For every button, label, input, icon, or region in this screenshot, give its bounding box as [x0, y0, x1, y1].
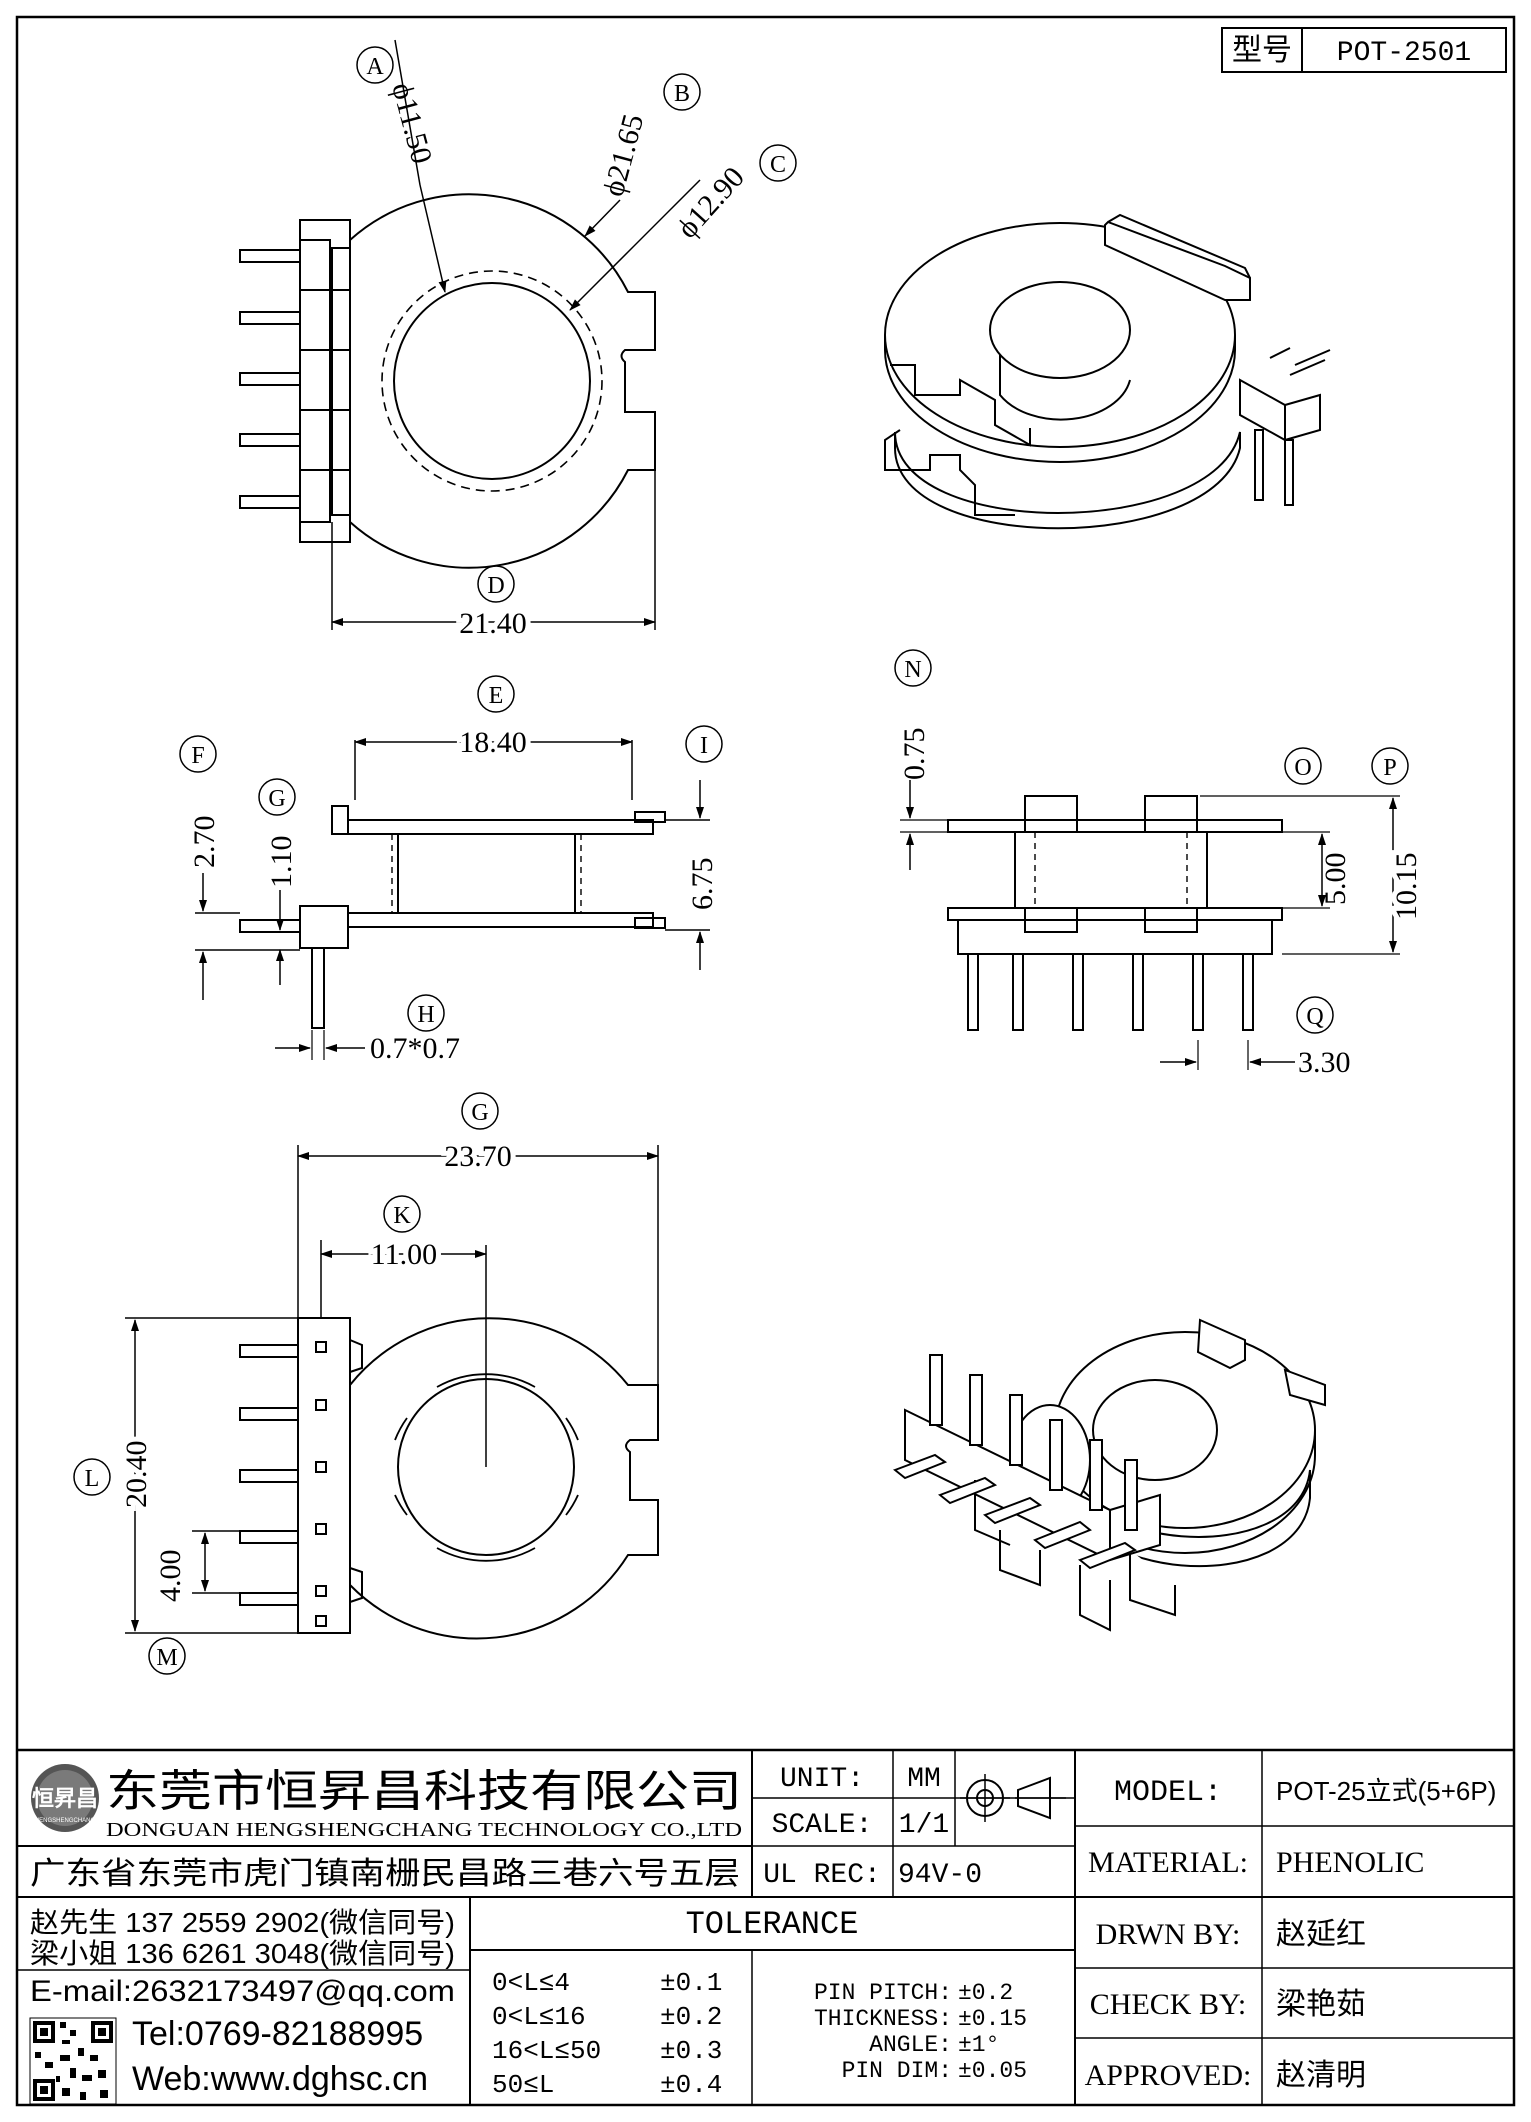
svg-text:I: I	[700, 733, 708, 759]
part-number-label: 型号	[1232, 34, 1292, 67]
unit-value: MM	[907, 1764, 941, 1795]
dim-g2: 23.70	[444, 1140, 512, 1173]
svg-text:±0.15: ±0.15	[958, 2006, 1027, 2032]
approved-value: 赵清明	[1276, 2059, 1366, 2092]
part-number-box: 型号 POT-2501	[1221, 27, 1507, 73]
svg-text:±0.1: ±0.1	[660, 1968, 722, 1998]
material-value: PHENOLIC	[1276, 1846, 1424, 1879]
iso-view-1	[884, 213, 1331, 530]
iso-view-2	[893, 1318, 1326, 1632]
title-block-text: 东莞市恒昇昌科技有限公司 DONGUAN HENGSHENGCHANG TECH…	[30, 1764, 1496, 2100]
svg-text:ANGLE:: ANGLE:	[869, 2032, 952, 2058]
svg-text:F: F	[191, 743, 204, 769]
svg-text:D: D	[487, 573, 504, 599]
svg-text:0<L≤16: 0<L≤16	[492, 2002, 586, 2032]
sheet-border	[15, 15, 1516, 2107]
svg-text:16<L≤50: 16<L≤50	[492, 2036, 601, 2066]
svg-text:50≤L: 50≤L	[492, 2070, 554, 2100]
svg-text:P: P	[1383, 755, 1396, 781]
dim-k: 11.00	[371, 1238, 437, 1271]
svg-text:恒昇昌: 恒昇昌	[32, 1786, 98, 1811]
svg-text:M: M	[156, 1645, 177, 1671]
svg-text:G: G	[471, 1100, 488, 1126]
top-view	[239, 39, 797, 630]
dim-a: ϕ11.50	[385, 79, 438, 167]
qr-code	[29, 2017, 117, 2105]
dim-c: ϕ12.90	[671, 161, 751, 245]
company-logo: 恒昇昌 HENGSHENGCHANG	[31, 1764, 99, 1832]
dim-i: 6.75	[686, 858, 719, 911]
svg-text:0<L≤4: 0<L≤4	[492, 1968, 570, 1998]
dim-q: 3.30	[1298, 1046, 1351, 1079]
material-label: MATERIAL:	[1088, 1846, 1248, 1879]
svg-text:G: G	[268, 786, 285, 812]
dim-p: 10.15	[1390, 853, 1423, 921]
email: E-mail:2632173497@qq.com	[30, 1975, 455, 2008]
model-value: POT-25立式(5+6P)	[1276, 1776, 1496, 1806]
top-view-labels: A B C D ϕ11.50 ϕ21.65 ϕ12.90 21.40	[366, 54, 786, 645]
svg-text:±0.2: ±0.2	[958, 1980, 1013, 2006]
scale-label: SCALE:	[772, 1810, 873, 1841]
svg-text:K: K	[393, 1203, 411, 1229]
svg-text:PIN DIM:: PIN DIM:	[842, 2058, 952, 2084]
title-block	[17, 1748, 1514, 2105]
dim-l: 20.40	[120, 1441, 153, 1509]
part-number: POT-2501	[1337, 38, 1471, 69]
dim-g: 1.10	[265, 836, 298, 889]
contact-1: 赵先生 137 2559 2902(微信同号)	[30, 1907, 455, 1938]
front-view	[894, 649, 1409, 1070]
dim-n: 0.75	[898, 728, 931, 781]
dim-e: 18.40	[459, 726, 527, 759]
svg-text:L: L	[85, 1466, 100, 1492]
svg-text:E: E	[489, 683, 504, 709]
contact-2: 梁小姐 136 6261 3048(微信同号)	[30, 1938, 455, 1969]
svg-text:H: H	[417, 1002, 434, 1028]
dim-f: 2.70	[188, 816, 221, 869]
ulrec-label: UL REC:	[763, 1860, 881, 1891]
address: 广东省东莞市虎门镇南栅民昌路三巷六号五层	[30, 1856, 740, 1891]
dim-b: ϕ21.65	[597, 111, 650, 200]
drawn-value: 赵延红	[1276, 1918, 1366, 1951]
model-label: MODEL:	[1114, 1776, 1222, 1810]
svg-text:±0.3: ±0.3	[660, 2036, 722, 2066]
svg-text:HENGSHENGCHANG: HENGSHENGCHANG	[35, 1818, 96, 1824]
front-view-labels: N O P Q 0.75 5.00 10.15 3.30	[898, 657, 1428, 1079]
svg-text:Q: Q	[1306, 1004, 1323, 1030]
side-view-labels: E F G I H 18.40 2.70 1.10 6.75 0.7*0.7	[188, 683, 719, 1065]
ulrec-value: 94V-0	[898, 1860, 982, 1891]
svg-text:O: O	[1294, 755, 1311, 781]
bottom-view	[73, 1092, 659, 1675]
dim-m: 4.00	[154, 1550, 187, 1603]
svg-text:N: N	[904, 657, 921, 683]
tel: Tel:0769-82188995	[132, 2015, 423, 2053]
svg-text:C: C	[770, 152, 786, 178]
unit-label: UNIT:	[780, 1764, 864, 1795]
web: Web:www.dghsc.cn	[132, 2060, 428, 2098]
check-value: 梁艳茹	[1276, 1988, 1366, 2021]
tolerance-title: TOLERANCE	[686, 1906, 859, 1943]
svg-text:A: A	[366, 54, 384, 80]
company-name-cn: 东莞市恒昇昌科技有限公司	[106, 1767, 742, 1816]
dim-d: 21.40	[459, 607, 527, 640]
svg-text:±1°: ±1°	[958, 2032, 999, 2058]
svg-text:±0.2: ±0.2	[660, 2002, 722, 2032]
company-name-en: DONGUAN HENGSHENGCHANG TECHNOLOGY CO.,LT…	[106, 1819, 742, 1841]
check-label: CHECK BY:	[1090, 1988, 1246, 2021]
approved-label: APPROVED:	[1085, 2059, 1252, 2092]
svg-text:THICKNESS:: THICKNESS:	[814, 2006, 952, 2032]
drawn-label: DRWN BY:	[1096, 1918, 1241, 1951]
svg-text:±0.4: ±0.4	[660, 2070, 722, 2100]
dim-h: 0.7*0.7	[370, 1032, 460, 1065]
svg-text:PIN PITCH:: PIN PITCH:	[814, 1980, 952, 2006]
svg-text:B: B	[674, 81, 690, 107]
svg-text:±0.05: ±0.05	[958, 2058, 1027, 2084]
dim-o: 5.00	[1319, 853, 1352, 906]
side-view	[179, 675, 723, 1060]
scale-value: 1/1	[899, 1810, 949, 1841]
bottom-view-labels: G K L M 23.70 11.00 20.40 4.00	[85, 1100, 517, 1671]
